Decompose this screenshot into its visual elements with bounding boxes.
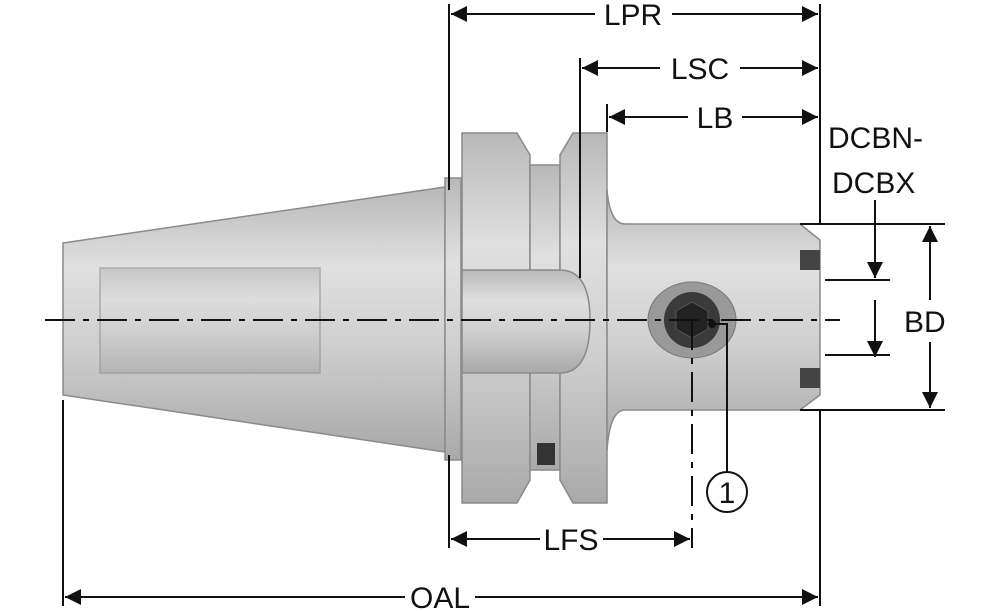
label-oal: OAL [410, 582, 470, 611]
label-lfs: LFS [543, 524, 598, 557]
label-dcbn: DCBN- [828, 122, 923, 155]
label-lpr: LPR [604, 0, 662, 32]
set-screw [537, 443, 555, 465]
callout-1: 1 [706, 320, 748, 513]
dimension-lines [65, 6, 938, 605]
label-bd: BD [904, 306, 946, 339]
callout-number: 1 [719, 477, 736, 510]
slot-top [800, 250, 820, 270]
extension-lines [62, 4, 945, 606]
centerlines [45, 319, 840, 548]
label-lsc: LSC [671, 53, 729, 86]
label-dcbx: DCBX [832, 167, 915, 200]
tool-holder-body [62, 132, 821, 504]
drive-slot [461, 269, 591, 374]
label-lb: LB [697, 102, 734, 135]
slot-bottom [800, 368, 820, 388]
